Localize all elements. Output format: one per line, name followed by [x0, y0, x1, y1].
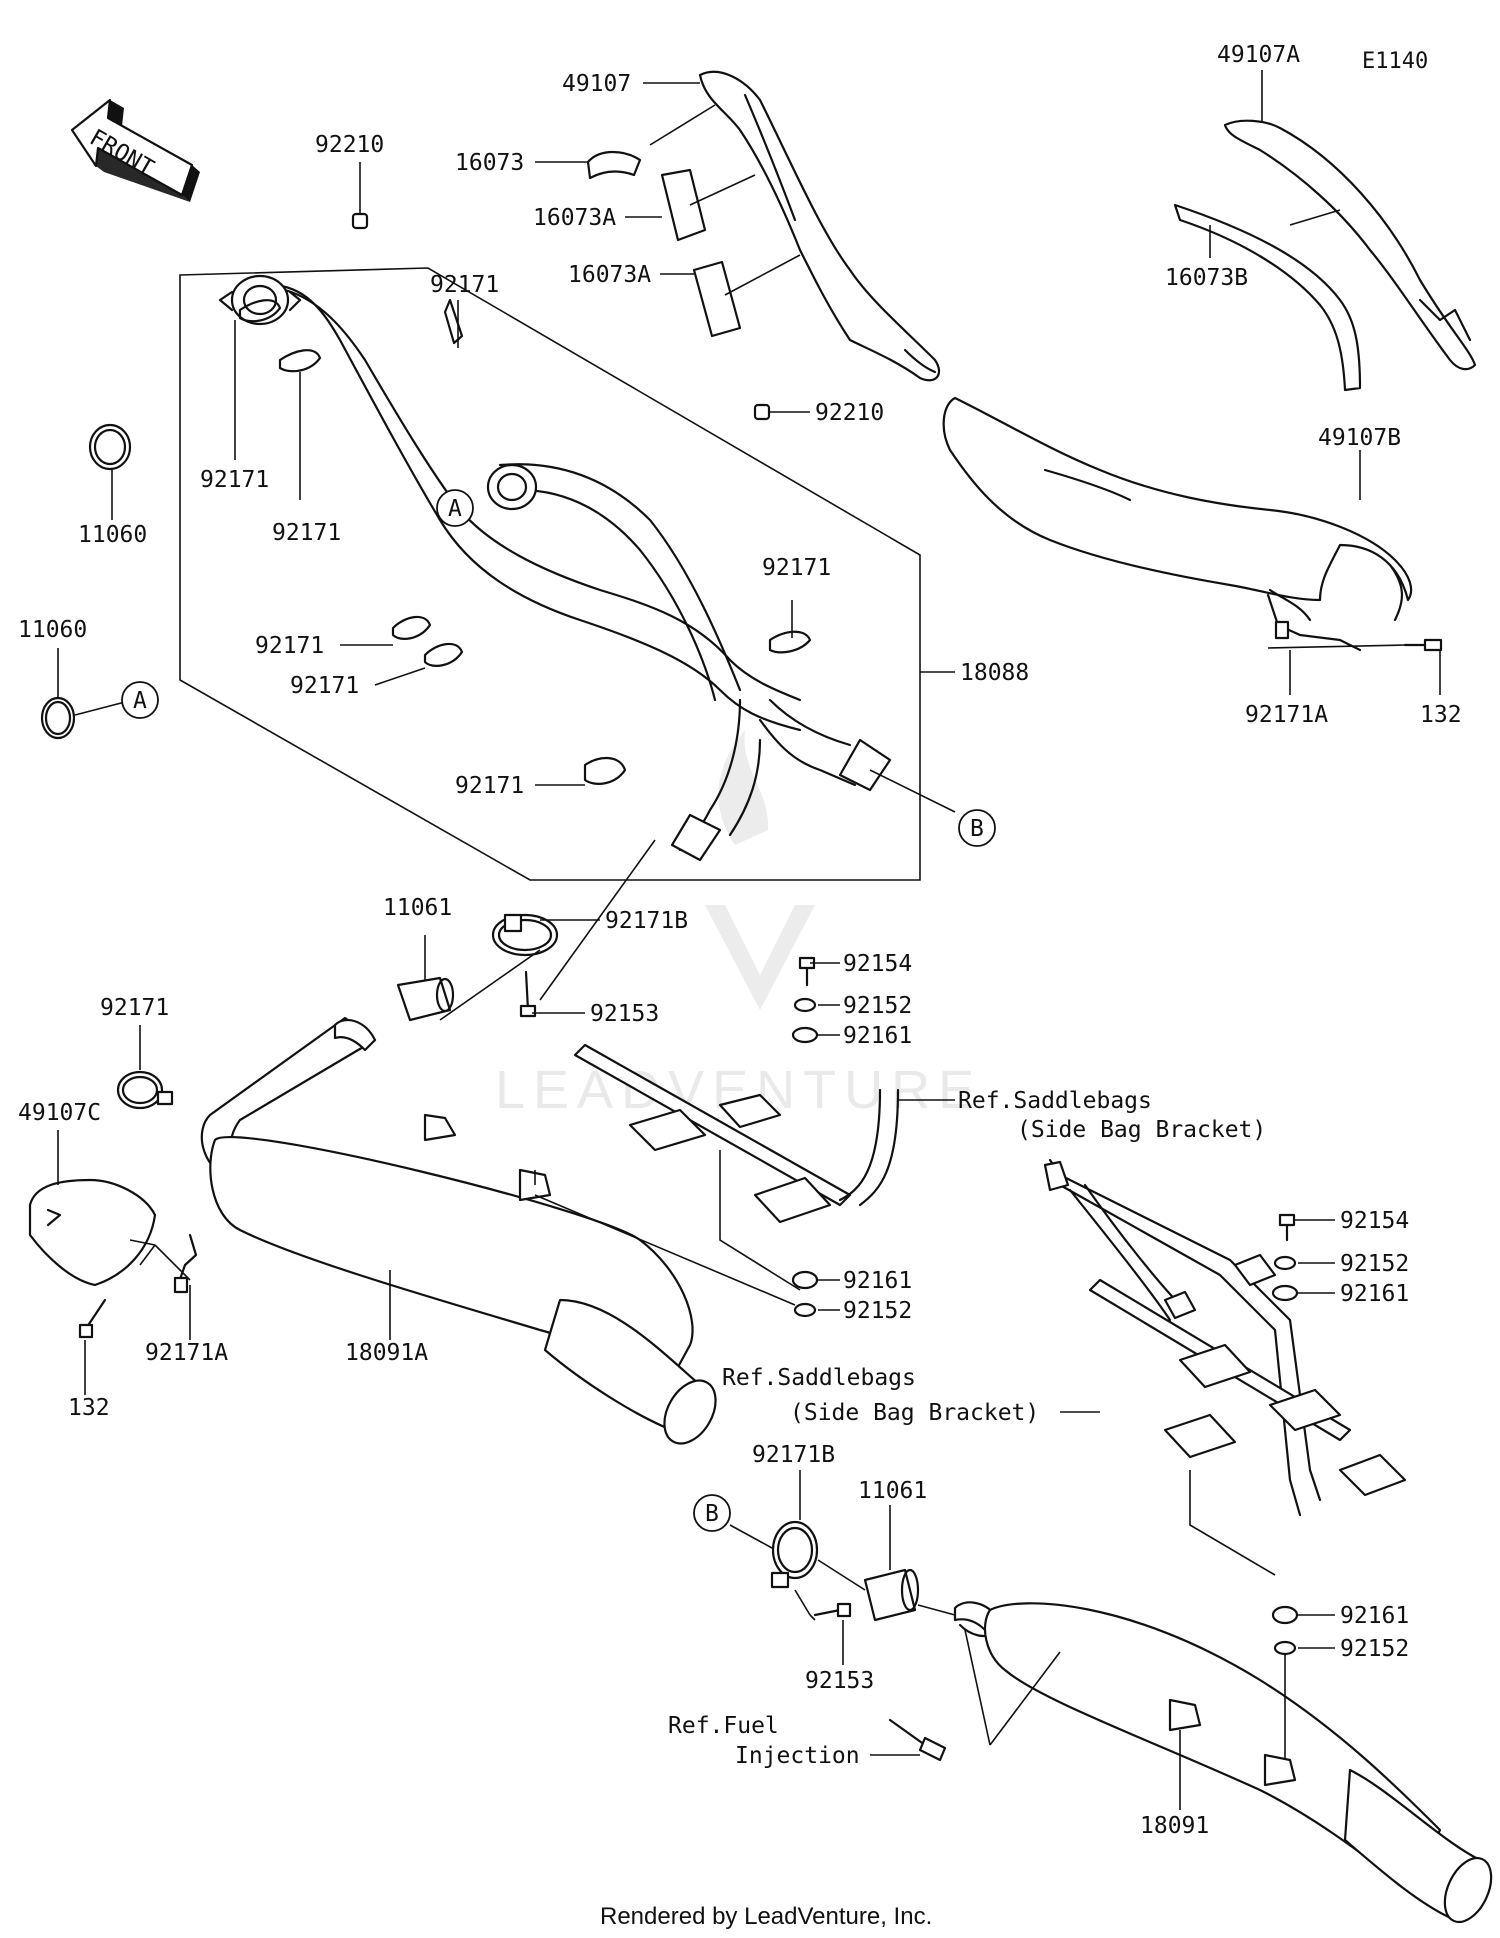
- clamp-92171-lower-left: [116, 1070, 174, 1110]
- exhaust-pipe-18088: [179, 267, 921, 881]
- saddlebag-bracket-lower: [1043, 1158, 1407, 1576]
- label-92171-e: 92171: [255, 633, 324, 659]
- clamp-92171a-right: [1266, 593, 1362, 652]
- saddlebag-bracket-upper: [573, 1043, 900, 1291]
- clamp-92171a-left: [173, 1233, 198, 1294]
- label-92171a-right: 92171A: [1245, 702, 1328, 728]
- fuel-injection-sensor: [888, 1718, 947, 1762]
- label-92210-2: 92210: [815, 400, 884, 426]
- label-16073b: 16073B: [1165, 265, 1248, 291]
- label-16073a-1: 16073A: [533, 205, 616, 231]
- label-92171-f: 92171: [290, 673, 359, 699]
- heat-guard-49107a: [1223, 119, 1477, 371]
- heat-guard-49107b: [942, 396, 1413, 622]
- label-92171-g: 92171: [455, 773, 524, 799]
- svg-text:A: A: [448, 496, 462, 522]
- label-92154-2: 92154: [1340, 1208, 1409, 1234]
- label-92154-1: 92154: [843, 951, 912, 977]
- label-11060-2: 11060: [18, 617, 87, 643]
- label-132-right: 132: [1420, 702, 1462, 728]
- label-18091a: 18091A: [345, 1340, 428, 1366]
- label-92152-2: 92152: [843, 1298, 912, 1324]
- label-11061-1: 11061: [383, 895, 452, 921]
- insulator-16073: [586, 150, 642, 180]
- label-92161-4: 92161: [1340, 1603, 1409, 1629]
- label-92152-4: 92152: [1340, 1636, 1409, 1662]
- label-92171-a: 92171: [430, 272, 499, 298]
- bolt-92153-lower: [813, 1602, 852, 1618]
- part-labels: 49107 16073 16073A 16073A 49107A 16073B …: [18, 42, 1462, 1839]
- clamp-92171b-upper: [491, 913, 559, 957]
- gasket-11060-2: [40, 696, 76, 740]
- ref-saddlebags-1a: Ref.Saddlebags: [958, 1088, 1152, 1114]
- label-11060-1: 11060: [78, 522, 147, 548]
- label-92152-1: 92152: [843, 993, 912, 1019]
- ref-fuel-b: Injection: [735, 1743, 860, 1769]
- ref-fuel-a: Ref.Fuel: [668, 1713, 779, 1739]
- bolt-132-right: [1403, 638, 1443, 652]
- footer-credit: Rendered by LeadVenture, Inc.: [600, 1903, 932, 1930]
- label-49107a: 49107A: [1217, 42, 1300, 68]
- callout-b-1: B: [958, 809, 996, 847]
- insulator-16073a-1: [660, 168, 707, 242]
- label-92171-h: 92171: [100, 995, 169, 1021]
- label-16073: 16073: [455, 150, 524, 176]
- muffler-18091: [953, 1601, 1493, 1924]
- label-49107: 49107: [562, 71, 631, 97]
- end-cap-49107c: [28, 1178, 157, 1287]
- gasket-11060-1: [88, 423, 132, 471]
- hardware-lower-bracket: [1271, 1213, 1299, 1656]
- label-18088: 18088: [960, 660, 1029, 686]
- label-16073a-2: 16073A: [568, 262, 651, 288]
- muffler-18091a: [200, 1016, 796, 1445]
- bolt-92153-upper: [519, 970, 537, 1018]
- front-arrow: FRONT: [70, 98, 200, 202]
- insulator-16073b: [1173, 203, 1362, 392]
- label-92161-2: 92161: [843, 1268, 912, 1294]
- ref-saddlebags-2a: Ref.Saddlebags: [722, 1365, 916, 1391]
- svg-text:B: B: [970, 816, 984, 842]
- label-92152-3: 92152: [1340, 1251, 1409, 1277]
- leader-lines: [57, 70, 1441, 1810]
- label-92171b-2: 92171B: [752, 1442, 835, 1468]
- label-92210-1: 92210: [315, 132, 384, 158]
- insulator-16073a-2: [692, 260, 742, 338]
- label-11061-2: 11061: [858, 1478, 927, 1504]
- ref-saddlebags-2b: (Side Bag Bracket): [790, 1400, 1039, 1426]
- label-92171a-left: 92171A: [145, 1340, 228, 1366]
- svg-text:A: A: [133, 688, 147, 714]
- callout-a-2: A: [121, 681, 159, 719]
- label-18091: 18091: [1140, 1813, 1209, 1839]
- svg-text:B: B: [705, 1501, 719, 1527]
- ref-saddlebags-1b: (Side Bag Bracket): [1017, 1117, 1266, 1143]
- connector-11061-lower: [863, 1568, 920, 1622]
- callout-b-2: B: [693, 1494, 731, 1532]
- connector-11061-upper: [396, 976, 455, 1022]
- label-49107b: 49107B: [1318, 425, 1401, 451]
- label-132-left: 132: [68, 1395, 110, 1421]
- heat-guard-49107: [698, 70, 941, 382]
- label-92171-c: 92171: [272, 520, 341, 546]
- label-92153-1: 92153: [590, 1001, 659, 1027]
- nut-92210: [351, 212, 771, 421]
- label-92171-b: 92171: [200, 467, 269, 493]
- bolt-132-left: [78, 1298, 107, 1339]
- label-92161-3: 92161: [1340, 1281, 1409, 1307]
- label-92171b-1: 92171B: [605, 908, 688, 934]
- label-92171-d: 92171: [762, 555, 831, 581]
- diagram-code: E1140: [1362, 49, 1428, 74]
- label-92153-2: 92153: [805, 1668, 874, 1694]
- label-92161-1: 92161: [843, 1023, 912, 1049]
- clamp-92171-group: [238, 298, 812, 785]
- label-49107c: 49107C: [18, 1100, 101, 1126]
- callout-a-1: A: [436, 489, 474, 527]
- clamp-92171b-lower: [770, 1520, 819, 1589]
- hardware-upper-bracket: [791, 956, 819, 1318]
